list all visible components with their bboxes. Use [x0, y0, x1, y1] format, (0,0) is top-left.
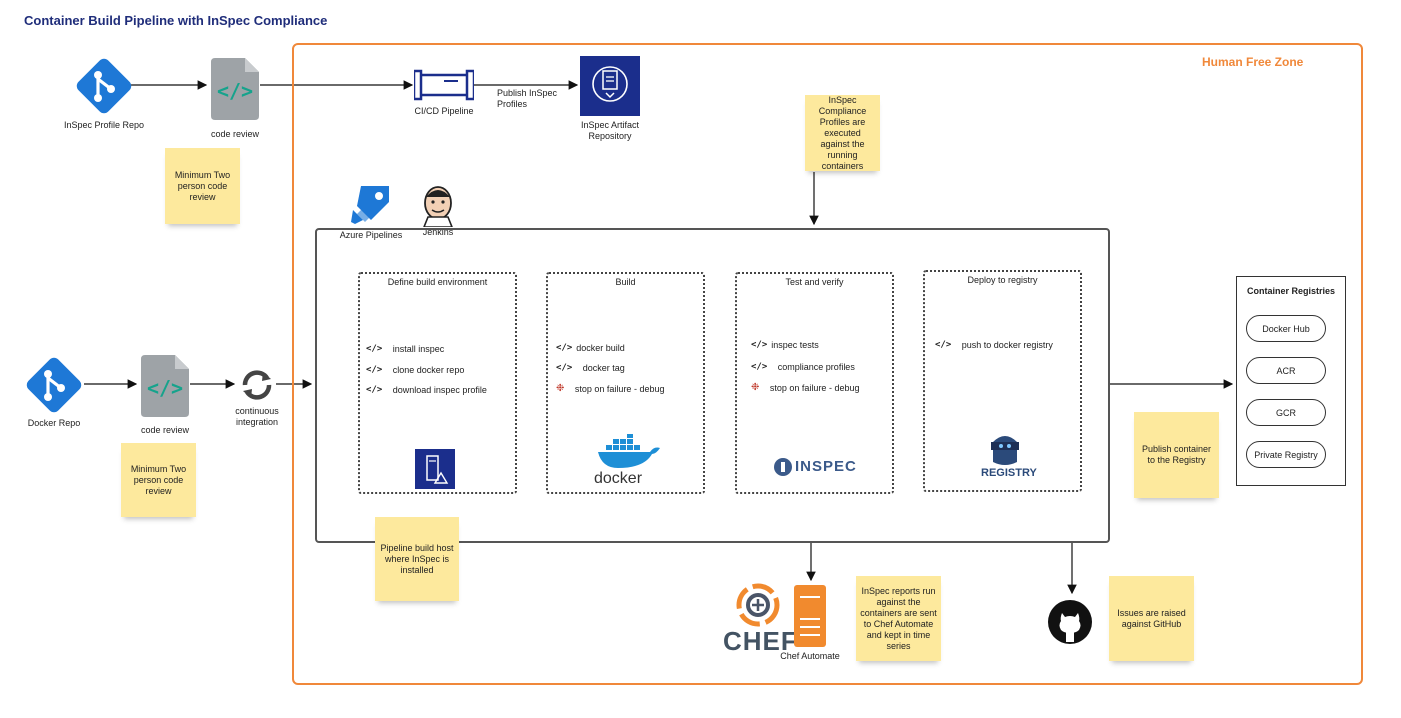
- zone-label: Human Free Zone: [1202, 55, 1304, 69]
- note-compliance: InSpec Compliance Profiles are executed …: [805, 95, 880, 171]
- note-issues: Issues are raised against GitHub: [1109, 576, 1194, 661]
- note-pipeline-host: Pipeline build host where InSpec is inst…: [375, 517, 459, 601]
- step: </>docker build: [556, 343, 625, 353]
- code-icon: </>: [556, 343, 573, 353]
- docker-repo-label: Docker Repo: [27, 418, 81, 428]
- code-icon: </>: [366, 344, 383, 354]
- step: ❉ stop on failure - debug: [751, 382, 859, 393]
- chef-icon: [735, 582, 781, 633]
- step-label: install inspec: [392, 344, 445, 354]
- code-review-label-top: code review: [210, 129, 260, 139]
- code-icon: </>: [366, 365, 383, 375]
- page-title: Container Build Pipeline with InSpec Com…: [24, 13, 328, 28]
- git-icon: [74, 56, 134, 121]
- registry-logo: [987, 432, 1023, 471]
- github-icon: [1047, 599, 1093, 650]
- code-icon: </>: [556, 363, 573, 373]
- chef-automate-icon: [794, 585, 826, 652]
- docker-logo: [596, 434, 662, 475]
- inspec-repo-label: InSpec Profile Repo: [63, 120, 145, 130]
- docker-wordmark: docker: [594, 470, 643, 487]
- chef-automate-label: Chef Automate: [780, 651, 840, 661]
- cicd-pipeline-icon: [412, 69, 476, 106]
- registry-wordmark: REGISTRY: [981, 467, 1037, 479]
- note-review-bottom: Minimum Two person code review: [121, 443, 196, 517]
- step-label: clone docker repo: [392, 365, 465, 375]
- bug-icon: ❉: [556, 383, 565, 394]
- build-host-icon: [415, 449, 455, 494]
- artifact-label: InSpec Artifact Repository: [580, 120, 640, 141]
- git-icon: [24, 355, 84, 420]
- azure-pipelines-icon: [349, 184, 393, 231]
- stage-title: Test and verify: [785, 277, 844, 287]
- code-icon: </>: [751, 340, 768, 350]
- step: ❉ stop on failure - debug: [556, 383, 664, 394]
- step-label: docker build: [576, 343, 625, 353]
- pipeline-build-host: [315, 228, 1110, 543]
- jenkins-label: Jenkins: [422, 227, 454, 237]
- note-review-top: Minimum Two person code review: [165, 148, 240, 224]
- artifact-repository-icon: [580, 56, 640, 121]
- step: </> push to docker registry: [935, 340, 1053, 350]
- registries-title: Container Registries: [1246, 286, 1336, 296]
- stage-title: Build: [615, 277, 636, 287]
- publish-label: Publish InSpec Profiles: [497, 88, 558, 109]
- code-icon: </>: [366, 385, 383, 395]
- step: </> docker tag: [556, 363, 625, 373]
- registry-acr: ACR: [1246, 357, 1326, 384]
- note-publish: Publish container to the Registry: [1134, 412, 1219, 498]
- svg-text:</>: </>: [147, 376, 183, 400]
- step-label: stop on failure - debug: [574, 383, 665, 394]
- step: </>inspec tests: [751, 340, 819, 350]
- stage-test-verify: Test and verify </>inspec tests </> comp…: [735, 272, 894, 494]
- step: </> clone docker repo: [366, 365, 464, 375]
- step-label: compliance profiles: [777, 362, 855, 372]
- chef-wordmark: CHEF: [723, 626, 798, 656]
- step-label: download inspec profile: [392, 385, 487, 395]
- code-review-label-bottom: code review: [140, 425, 190, 435]
- svg-text:</>: </>: [217, 79, 253, 103]
- step: </> compliance profiles: [751, 362, 855, 372]
- bug-icon: ❉: [751, 382, 760, 393]
- stage-deploy-registry: Deploy to registry </> push to docker re…: [923, 270, 1082, 492]
- step-label: docker tag: [582, 363, 625, 373]
- step-label: push to docker registry: [961, 340, 1053, 350]
- code-file-icon: </>: [141, 355, 189, 422]
- stage-title: Define build environment: [387, 277, 488, 287]
- registry-docker-hub: Docker Hub: [1246, 315, 1326, 342]
- stage-define-environment: Define build environment </> install ins…: [358, 272, 517, 494]
- step-label: stop on failure - debug: [769, 382, 860, 393]
- step-label: inspec tests: [771, 340, 819, 350]
- inspec-logo-mark: [773, 457, 793, 482]
- sync-icon: [239, 367, 275, 408]
- stage-title: Deploy to registry: [967, 275, 1038, 285]
- step: </> install inspec: [366, 344, 444, 354]
- azure-label: Azure Pipelines: [339, 230, 403, 240]
- cicd-label: CI/CD Pipeline: [414, 106, 474, 116]
- registry-private: Private Registry: [1246, 441, 1326, 468]
- human-free-zone: [292, 43, 1363, 685]
- container-registries-panel: Container Registries Docker Hub ACR GCR …: [1236, 276, 1346, 486]
- note-reports: InSpec reports run against the container…: [856, 576, 941, 661]
- code-icon: </>: [935, 340, 952, 350]
- step: </> download inspec profile: [366, 385, 487, 395]
- stage-build: Build </>docker build </> docker tag ❉ s…: [546, 272, 705, 494]
- inspec-wordmark: INSPEC: [795, 458, 857, 475]
- code-file-icon: </>: [211, 58, 259, 125]
- code-icon: </>: [751, 362, 768, 372]
- registry-gcr: GCR: [1246, 399, 1326, 426]
- jenkins-icon: [420, 185, 456, 232]
- ci-label: continuous integration: [235, 406, 279, 427]
